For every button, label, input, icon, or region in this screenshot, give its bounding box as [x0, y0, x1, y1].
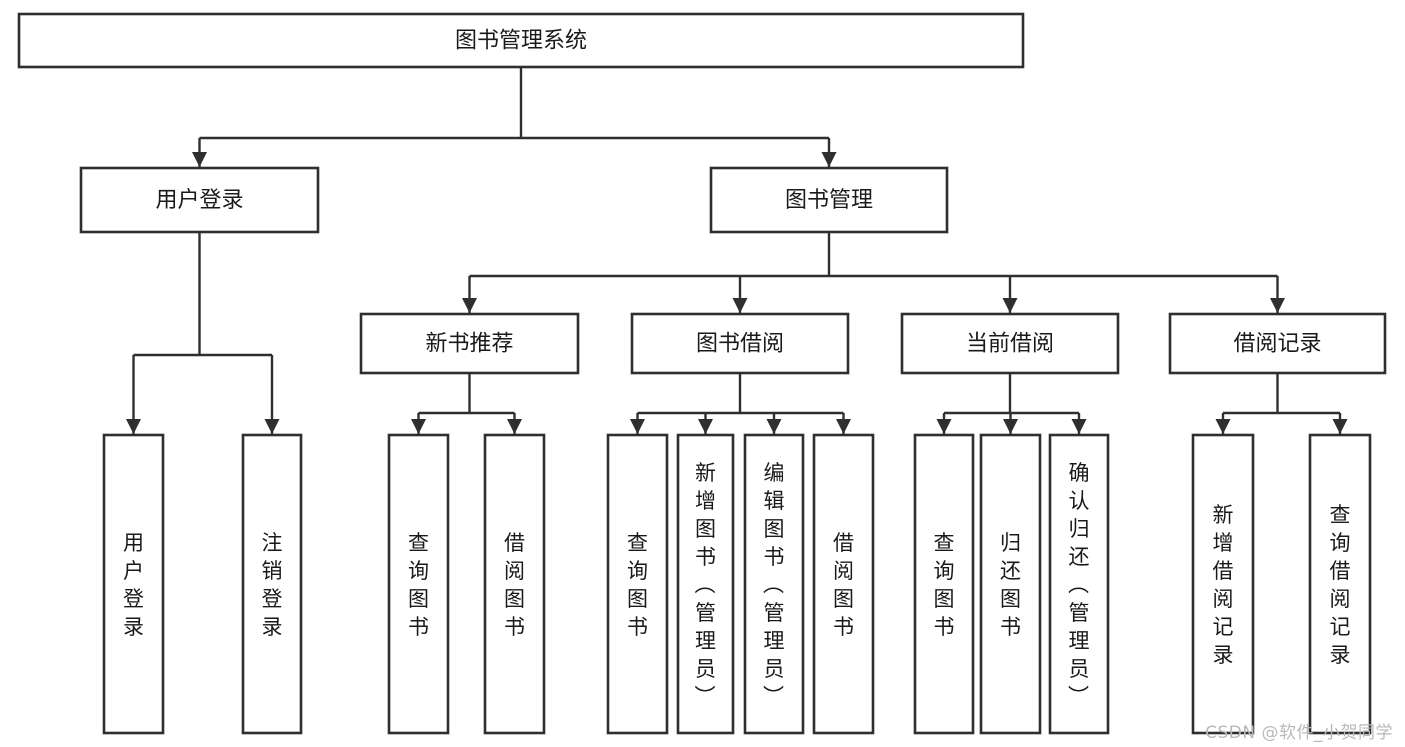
- node-level1-0-label: 用户登录: [155, 188, 243, 213]
- node-leaf-3-box[interactable]: [483, 433, 546, 735]
- node-leaf-12[interactable]: 查询借阅记录: [1308, 433, 1372, 735]
- node-leaf-10-label: 确认归还（管理员）: [1068, 461, 1090, 709]
- node-level1-1-box[interactable]: [709, 166, 949, 234]
- node-leaf-9-box[interactable]: [979, 433, 1042, 735]
- arrow-head-icon: [936, 419, 952, 434]
- arrow-head-icon: [732, 298, 748, 313]
- node-level2-1-label: 图书借阅: [696, 332, 784, 357]
- node-leaf-12-box[interactable]: [1308, 433, 1372, 735]
- node-leaf-2[interactable]: 查询图书: [387, 433, 450, 735]
- node-leaf-1[interactable]: 注销登录: [241, 433, 303, 735]
- arrow-head-icon: [264, 419, 280, 434]
- node-leaf-3[interactable]: 借阅图书: [483, 433, 546, 735]
- node-level2-2-label: 当前借阅: [966, 332, 1054, 357]
- node-leaf-3-label: 借阅图书: [504, 531, 525, 639]
- node-leaf-0[interactable]: 用户登录: [102, 433, 165, 735]
- node-leaf-9-label: 归还图书: [1000, 531, 1021, 639]
- arrow-heads: [126, 152, 1348, 434]
- node-level1-0-box[interactable]: [79, 166, 320, 234]
- node-level2-1[interactable]: 图书借阅: [630, 312, 850, 375]
- node-leaf-5-box[interactable]: [676, 433, 735, 735]
- node-level2-3-label: 借阅记录: [1233, 332, 1321, 357]
- node-leaf-7-box[interactable]: [812, 433, 875, 735]
- arrow-head-icon: [836, 419, 851, 434]
- node-leaf-11-label: 新增借阅记录: [1213, 503, 1234, 667]
- arrow-head-icon: [630, 419, 645, 434]
- node-leaf-0-box[interactable]: [102, 433, 165, 735]
- node-leaf-1-label: 注销登录: [262, 531, 283, 639]
- node-leaf-2-box[interactable]: [387, 433, 450, 735]
- arrow-head-icon: [766, 419, 782, 434]
- node-leaf-2-label: 查询图书: [408, 531, 429, 639]
- node-boxes: 图书管理系统用户登录图书管理新书推荐图书借阅当前借阅借阅记录用户登录注销登录查询…: [17, 12, 1387, 735]
- node-leaf-6[interactable]: 编辑图书（管理员）: [743, 433, 805, 735]
- node-leaf-4[interactable]: 查询图书: [606, 433, 669, 735]
- node-leaf-8-box[interactable]: [913, 433, 975, 735]
- arrow-head-icon: [1270, 298, 1285, 313]
- node-root-box[interactable]: [17, 12, 1025, 69]
- arrow-head-icon: [1003, 419, 1018, 434]
- node-level1-1[interactable]: 图书管理: [709, 166, 949, 234]
- node-leaf-10-box[interactable]: [1048, 433, 1110, 735]
- node-level1-1-label: 图书管理: [785, 188, 873, 213]
- node-leaf-5-label: 新增图书（管理员）: [695, 461, 717, 709]
- node-leaf-12-label: 查询借阅记录: [1330, 503, 1351, 667]
- node-leaf-8[interactable]: 查询图书: [913, 433, 975, 735]
- node-root-label: 图书管理系统: [455, 29, 587, 54]
- node-leaf-7-label: 借阅图书: [833, 531, 854, 639]
- node-level2-1-box[interactable]: [630, 312, 850, 375]
- node-level2-0-label: 新书推荐: [425, 332, 513, 357]
- node-leaf-6-box[interactable]: [743, 433, 805, 735]
- arrow-head-icon: [1071, 419, 1087, 434]
- arrow-head-icon: [1332, 419, 1348, 434]
- node-root[interactable]: 图书管理系统: [17, 12, 1025, 69]
- node-level2-2[interactable]: 当前借阅: [900, 312, 1120, 375]
- node-leaf-7[interactable]: 借阅图书: [812, 433, 875, 735]
- arrow-head-icon: [507, 419, 522, 434]
- node-level2-3[interactable]: 借阅记录: [1168, 312, 1387, 375]
- node-level2-3-box[interactable]: [1168, 312, 1387, 375]
- connector-lines: [132, 67, 1342, 434]
- arrow-head-icon: [698, 419, 713, 434]
- node-leaf-0-label: 用户登录: [123, 531, 144, 639]
- node-leaf-11-box[interactable]: [1191, 433, 1255, 735]
- arrow-head-icon: [126, 419, 141, 434]
- watermark-text: CSDN @软件_小贺同学: [1205, 723, 1393, 743]
- node-leaf-6-label: 编辑图书（管理员）: [763, 461, 785, 709]
- node-leaf-9[interactable]: 归还图书: [979, 433, 1042, 735]
- arrow-head-icon: [411, 419, 426, 434]
- arrow-head-icon: [462, 298, 477, 313]
- arrow-head-icon: [821, 152, 837, 167]
- node-level1-0[interactable]: 用户登录: [79, 166, 320, 234]
- node-leaf-8-label: 查询图书: [934, 531, 955, 639]
- arrow-head-icon: [192, 152, 207, 167]
- node-level2-0-box[interactable]: [359, 312, 580, 375]
- arrow-head-icon: [1002, 298, 1018, 313]
- node-leaf-4-label: 查询图书: [627, 531, 648, 639]
- node-leaf-4-box[interactable]: [606, 433, 669, 735]
- node-level2-2-box[interactable]: [900, 312, 1120, 375]
- node-leaf-5[interactable]: 新增图书（管理员）: [676, 433, 735, 735]
- node-level2-0[interactable]: 新书推荐: [359, 312, 580, 375]
- node-leaf-11[interactable]: 新增借阅记录: [1191, 433, 1255, 735]
- arrow-head-icon: [1215, 419, 1231, 434]
- node-leaf-10[interactable]: 确认归还（管理员）: [1048, 433, 1110, 735]
- node-leaf-1-box[interactable]: [241, 433, 303, 735]
